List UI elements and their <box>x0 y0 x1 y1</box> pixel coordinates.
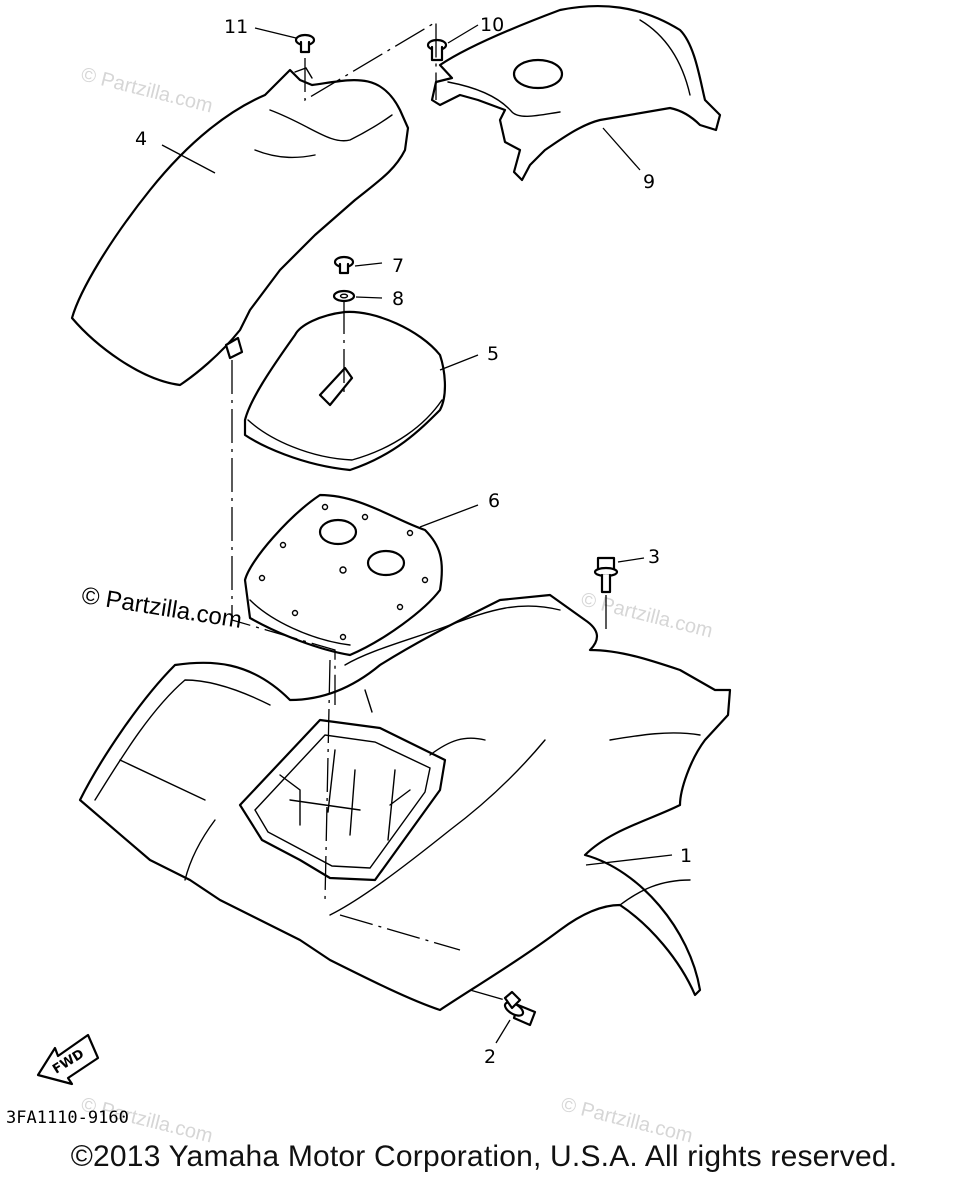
callout-2: 2 <box>484 1046 496 1068</box>
callout-3: 3 <box>648 546 660 568</box>
callout-labels: 11 10 4 9 7 8 5 6 3 1 2 <box>135 14 692 1068</box>
callout-1: 1 <box>680 845 692 867</box>
watermark-mid-right: © Partzilla.com <box>579 589 715 643</box>
bolt-part-3 <box>593 556 619 594</box>
collar-bolt-part-10 <box>426 38 448 62</box>
rear-fender-part-1 <box>78 593 732 1012</box>
box-seal-part-6 <box>243 493 443 657</box>
callout-11: 11 <box>224 16 248 38</box>
callout-6: 6 <box>488 490 500 512</box>
washer-part-8 <box>332 289 356 303</box>
callout-9: 9 <box>643 171 655 193</box>
copyright-notice: ©2013 Yamaha Motor Corporation, U.S.A. A… <box>70 1140 898 1173</box>
assembly-lines <box>231 20 607 1001</box>
callout-4: 4 <box>135 128 147 150</box>
flap-tab <box>224 336 244 360</box>
screw-part-11 <box>294 33 316 54</box>
flap-hole <box>512 58 564 90</box>
fwd-arrow: FWD <box>36 1033 100 1086</box>
callout-7: 7 <box>392 255 404 277</box>
box-cover-part-5 <box>243 310 446 472</box>
screw-part-7 <box>333 255 355 275</box>
callout-5: 5 <box>487 343 499 365</box>
mud-flap-left-part-4 <box>70 67 410 387</box>
diagram-code: 3FA1110-9160 <box>6 1108 129 1128</box>
callout-10: 10 <box>480 14 504 36</box>
bolt-part-2 <box>503 990 537 1027</box>
leader-lines <box>161 24 673 1044</box>
mud-flap-right-part-9 <box>430 4 722 182</box>
watermark-top-left: © Partzilla.com <box>79 64 215 118</box>
fasteners <box>294 33 619 1027</box>
callout-8: 8 <box>392 288 404 310</box>
